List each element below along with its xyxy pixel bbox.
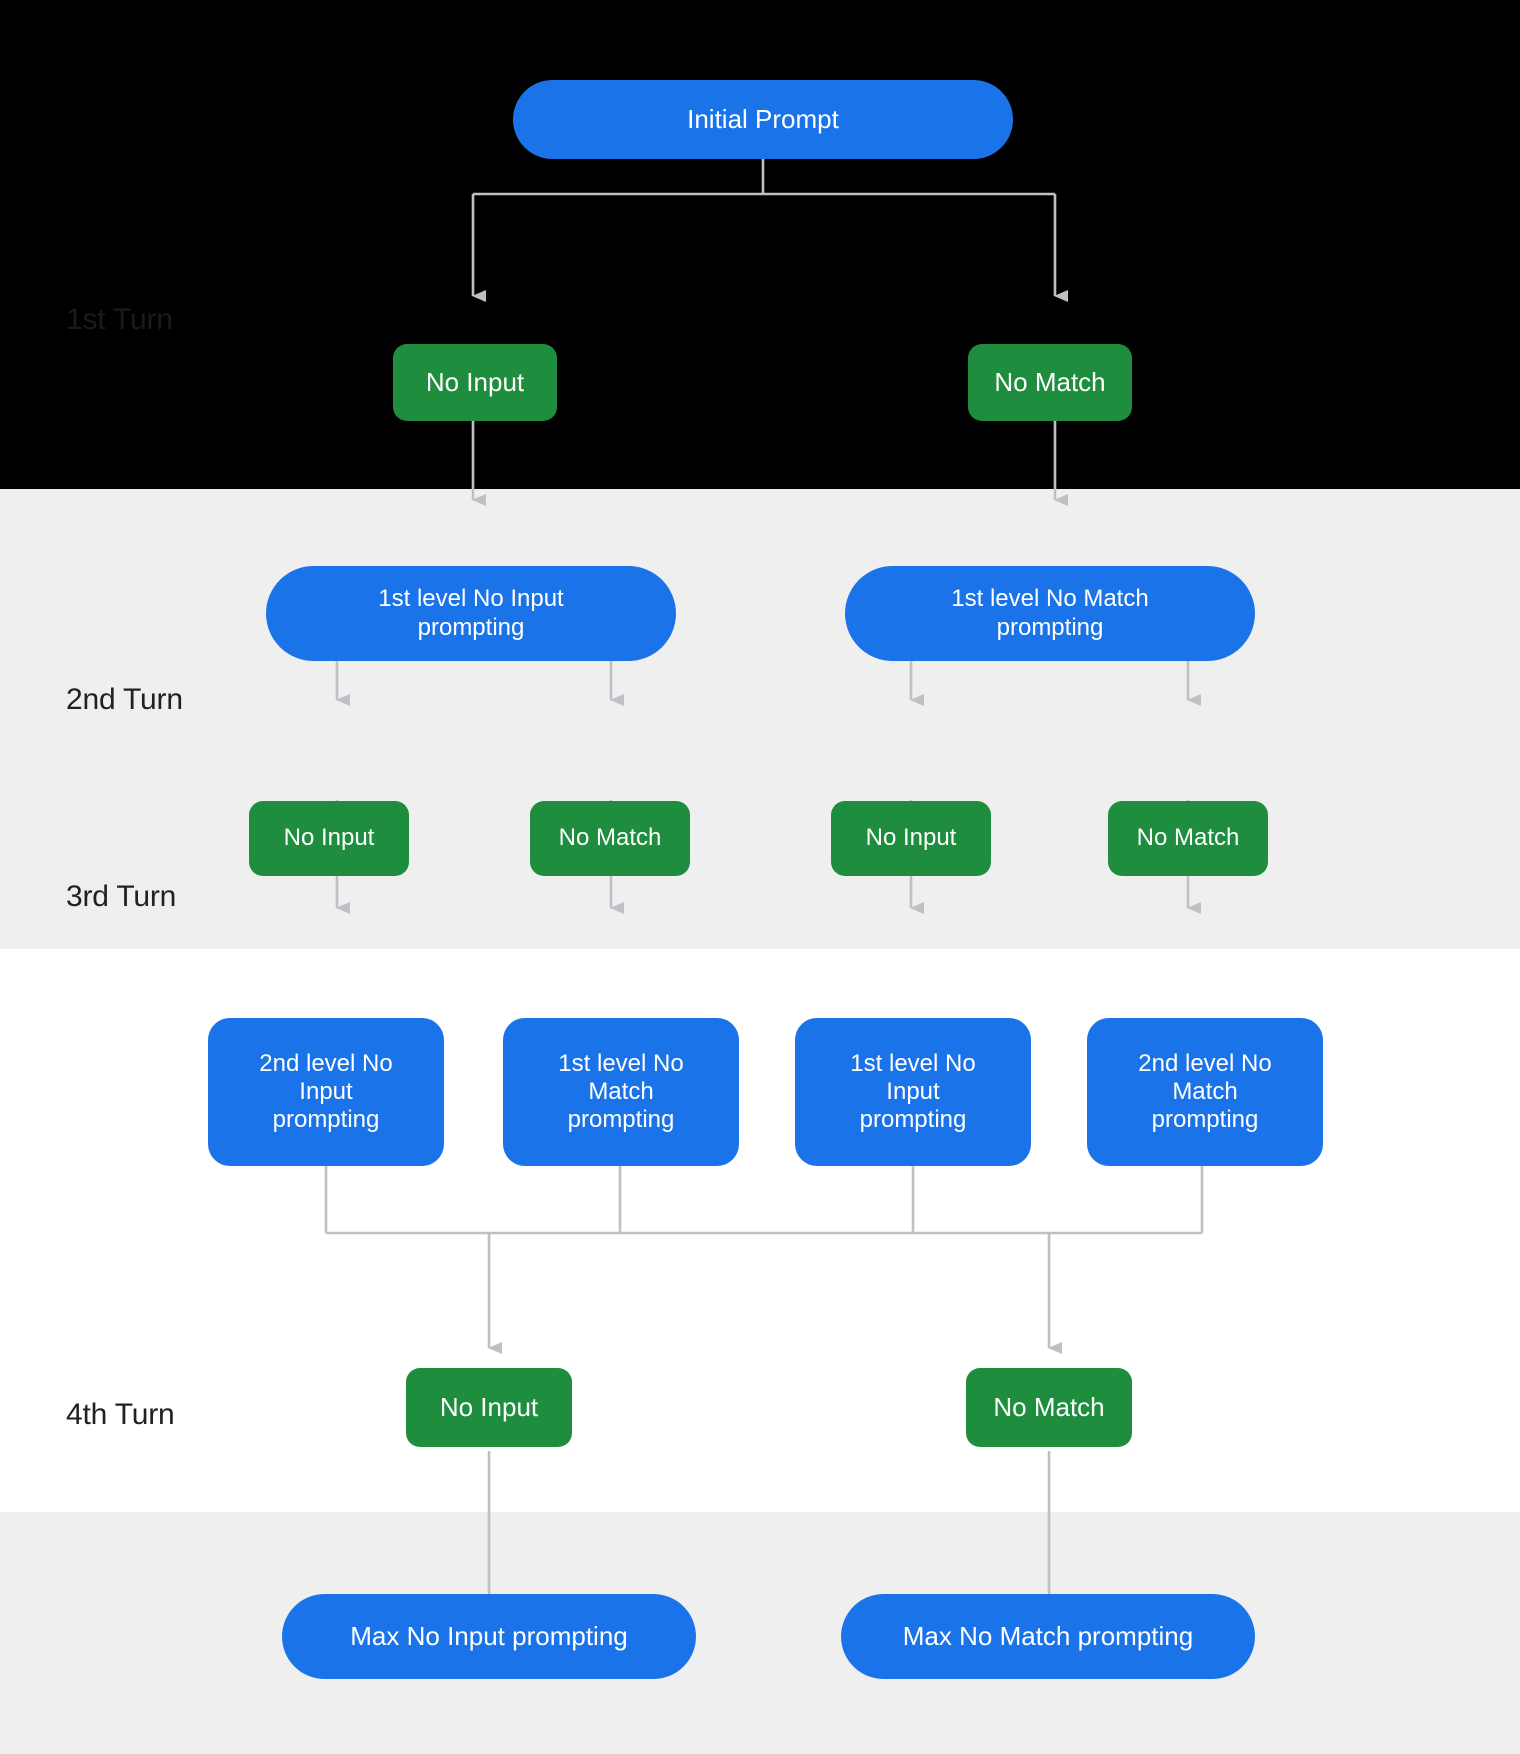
node-turn1-no-match[interactable]: No Match bbox=[968, 344, 1132, 421]
node-turn2-no-match-b[interactable]: No Match bbox=[1108, 801, 1268, 876]
turn-label-3: 3rd Turn bbox=[66, 880, 177, 913]
node-turn2-no-input-b[interactable]: No Input bbox=[831, 801, 991, 876]
node-turn3-second-level-no-input-prompting[interactable]: 2nd level No Input prompting bbox=[208, 1018, 444, 1166]
turn-band-2 bbox=[0, 489, 1520, 949]
turn-label-2: 2nd Turn bbox=[66, 683, 183, 716]
node-turn2-first-level-no-input-prompting[interactable]: 1st level No Input prompting bbox=[266, 566, 676, 661]
turn-label-4: 4th Turn bbox=[66, 1398, 175, 1431]
node-turn1-no-input[interactable]: No Input bbox=[393, 344, 557, 421]
node-turn3-first-level-no-input-prompting[interactable]: 1st level No Input prompting bbox=[795, 1018, 1031, 1166]
node-turn3-no-match[interactable]: No Match bbox=[966, 1368, 1132, 1447]
node-turn3-second-level-no-match-prompting[interactable]: 2nd level No Match prompting bbox=[1087, 1018, 1323, 1166]
turn-band-1 bbox=[0, 0, 1520, 489]
turn-label-1: 1st Turn bbox=[66, 303, 173, 336]
node-turn2-no-input-a[interactable]: No Input bbox=[249, 801, 409, 876]
node-turn4-max-no-input-prompting[interactable]: Max No Input prompting bbox=[282, 1594, 696, 1679]
node-turn2-first-level-no-match-prompting[interactable]: 1st level No Match prompting bbox=[845, 566, 1255, 661]
node-turn3-no-input[interactable]: No Input bbox=[406, 1368, 572, 1447]
node-turn2-no-match-a[interactable]: No Match bbox=[530, 801, 690, 876]
node-initial-prompt[interactable]: Initial Prompt bbox=[513, 80, 1013, 159]
node-turn4-max-no-match-prompting[interactable]: Max No Match prompting bbox=[841, 1594, 1255, 1679]
node-turn3-first-level-no-match-prompting[interactable]: 1st level No Match prompting bbox=[503, 1018, 739, 1166]
turn-band-4 bbox=[0, 1512, 1520, 1754]
